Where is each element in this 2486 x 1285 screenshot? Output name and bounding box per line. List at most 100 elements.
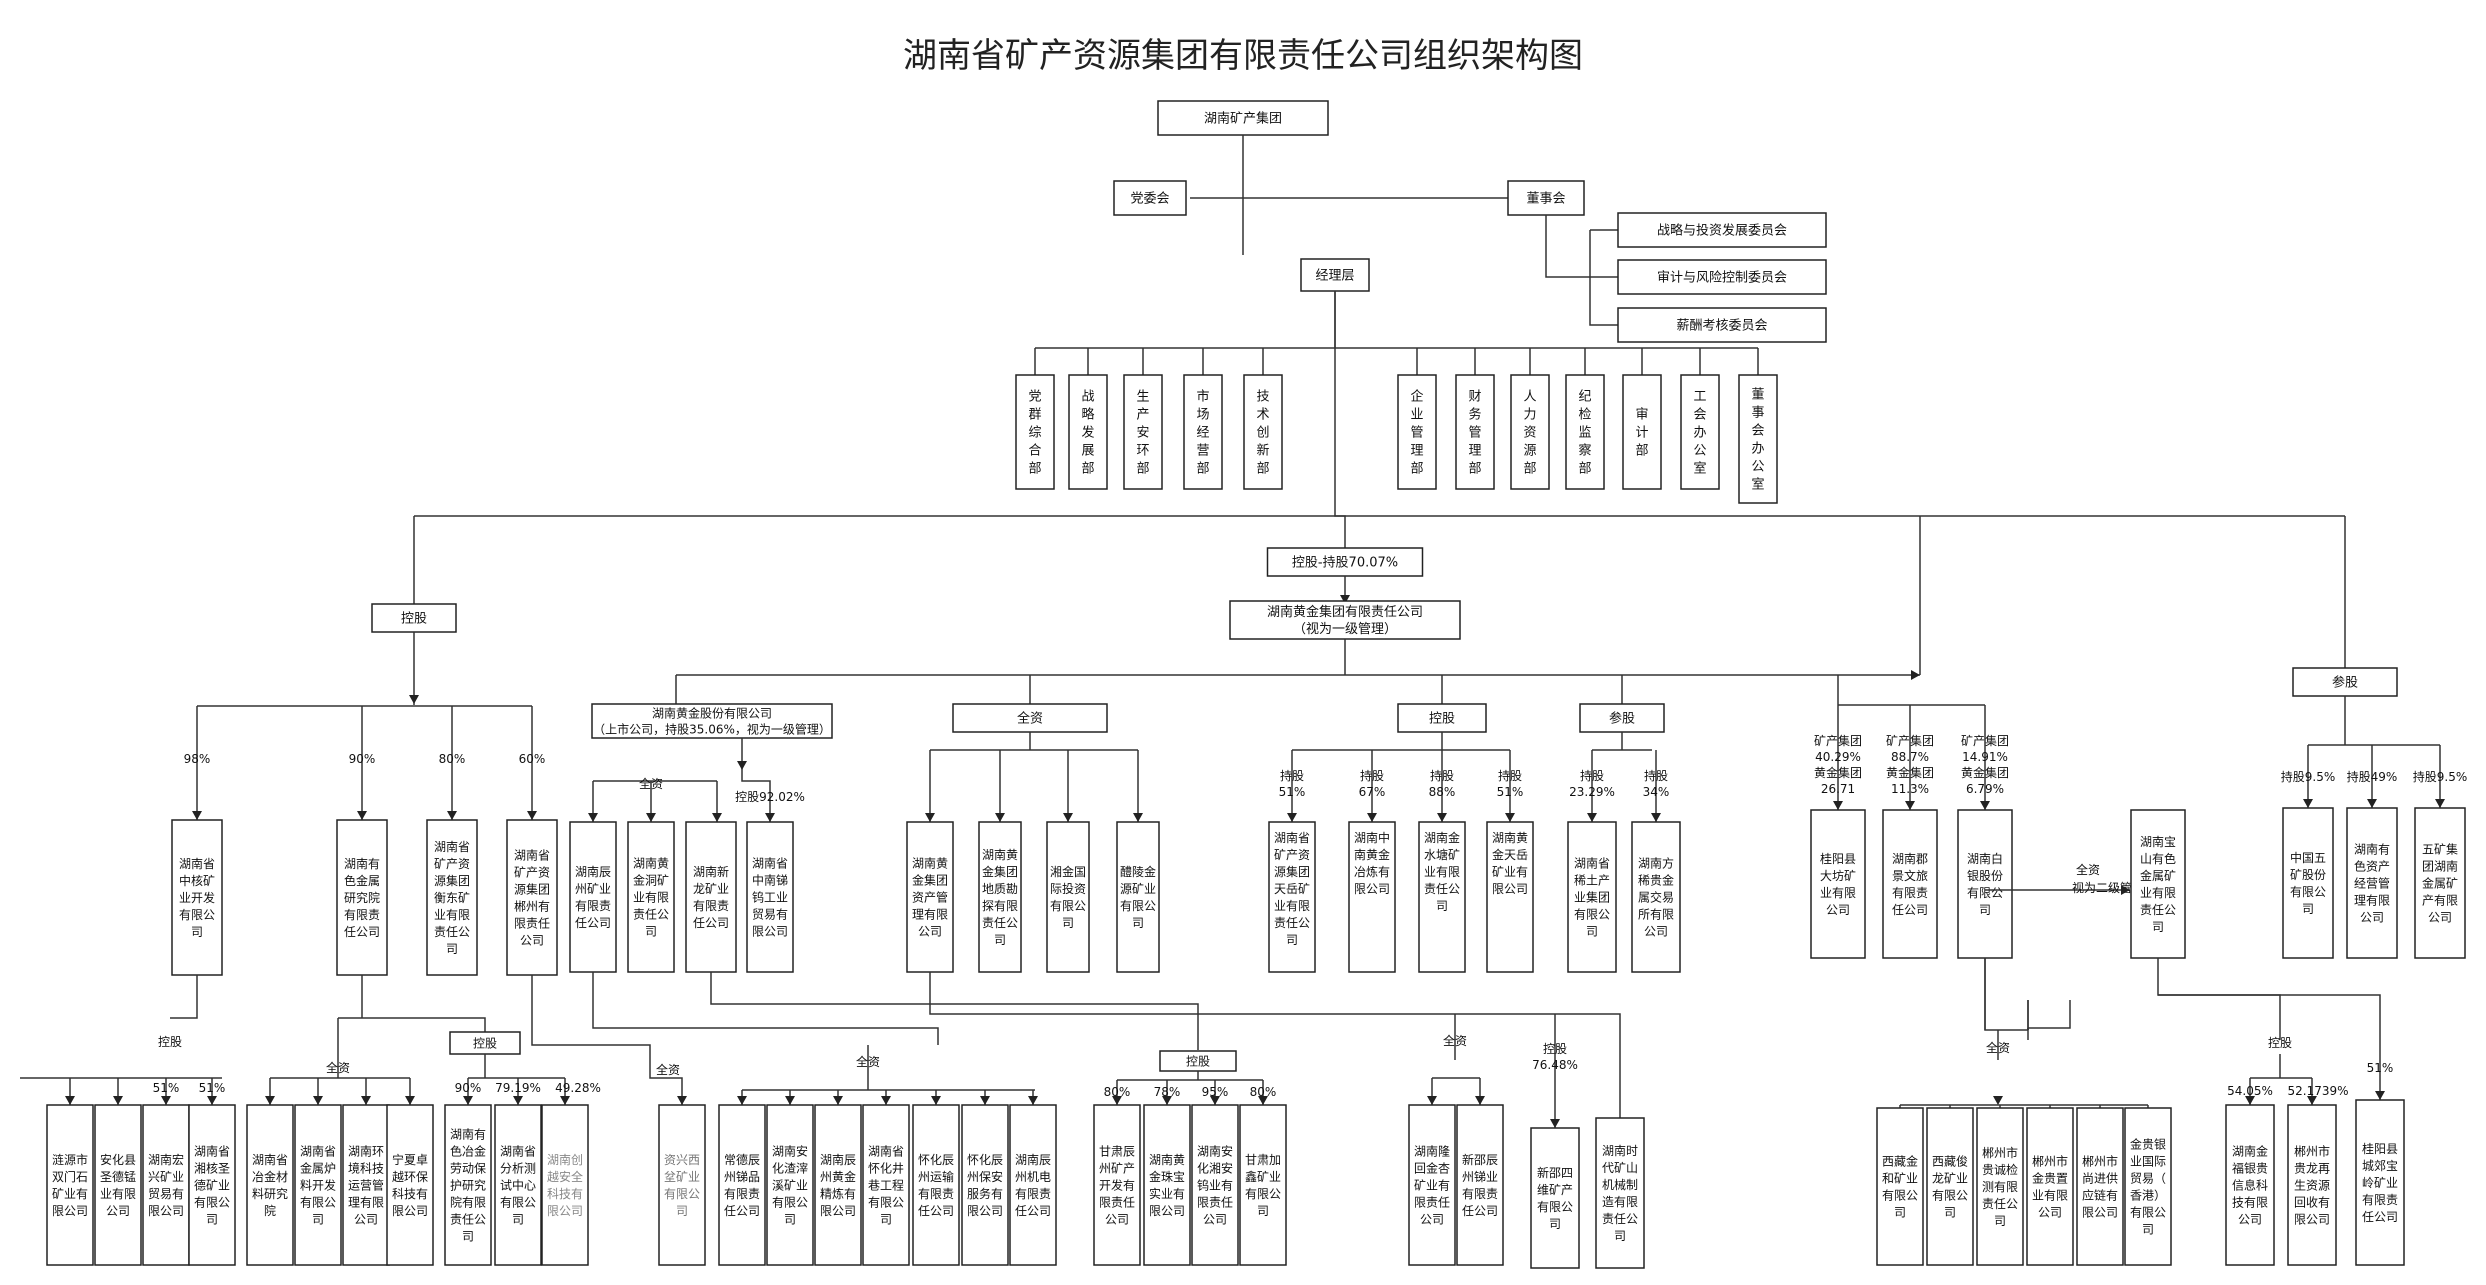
- dept-box: 综: [1028, 426, 1041, 441]
- gold-group-frame: [1229, 600, 1461, 640]
- r1-dafang: 桂阳县: [1820, 851, 1856, 866]
- arrow-head: [207, 1096, 217, 1105]
- chart-title: 湖南省矿产资源集团有限责任公司组织架构图: [903, 36, 1583, 76]
- dept-box: 产: [1136, 408, 1149, 423]
- l1-chenzhou: 矿产资: [514, 865, 550, 879]
- gold-holding-sub-frame: [1418, 821, 1466, 973]
- b10-sub: 贵诚检: [1982, 1162, 2018, 1177]
- b7-sub-frame: [1408, 1104, 1456, 1266]
- dept-box-frame: [1243, 374, 1283, 490]
- dept-box: 部: [1468, 462, 1481, 477]
- dept-box: 计: [1635, 426, 1648, 441]
- dept-box: 董: [1751, 388, 1764, 403]
- b1-sub: 有限公: [194, 1195, 230, 1209]
- arrow-head: [161, 1096, 171, 1105]
- left-holding-label: 控股: [401, 612, 427, 627]
- gold-quanzi-sub: 公司: [918, 924, 942, 938]
- b10-sub: 贸易（: [2130, 1171, 2166, 1185]
- l1-zhonghe-frame: [171, 819, 223, 976]
- b3-sub: 分析测: [500, 1161, 536, 1175]
- gold-stake-sub: 业集团: [1574, 889, 1610, 904]
- dept-box: 市: [1196, 389, 1209, 405]
- label-text: 持股: [1644, 768, 1668, 783]
- arrow-head: [357, 811, 367, 820]
- arrow-head: [447, 811, 457, 820]
- dept-box: 营: [1196, 444, 1209, 459]
- ratio-label: 黄金集团: [1886, 765, 1934, 780]
- gold-stake-sub: 所有限: [1638, 907, 1674, 921]
- committee-strategy-frame: [1617, 212, 1827, 248]
- b3-sub: 护研究: [450, 1177, 486, 1192]
- dept-box: 略: [1081, 407, 1094, 423]
- b2-sub: 限公司: [392, 1204, 428, 1218]
- b1-sub: 湖南省: [194, 1143, 230, 1158]
- b2-sub: 运营管: [348, 1177, 384, 1192]
- dept-box: 群: [1028, 408, 1041, 423]
- l1-chenzhou-frame: [506, 819, 558, 976]
- gold-quanzi-sub: 司: [994, 933, 1006, 947]
- gold-quanzi-sub: 地质勘: [982, 882, 1018, 896]
- b1-sub: 双门石: [52, 1169, 88, 1184]
- dept-box: 源: [1523, 444, 1536, 459]
- b7-label: 全资: [1443, 1033, 1467, 1048]
- b5-sub: 精炼有: [820, 1186, 856, 1201]
- gold-holding-sub: 冶炼有: [1354, 864, 1390, 879]
- party-committee-frame: [1113, 180, 1187, 216]
- gold-shares-sub: 任公司: [693, 916, 729, 930]
- b9-shidai: 造有限: [1602, 1195, 1638, 1209]
- dept-box-frame: [1510, 374, 1550, 490]
- b1-sub-frame: [142, 1104, 190, 1266]
- b11-sub: 技有限: [2232, 1195, 2268, 1209]
- label-text: 持股: [1360, 768, 1384, 783]
- b1-sub: 司: [206, 1212, 218, 1226]
- b1-label: 控股: [158, 1035, 182, 1049]
- b5-sub: 有限责: [1015, 1187, 1051, 1201]
- ratio-label: 40.29%: [1815, 750, 1861, 764]
- b10-sub: 金贵银: [2130, 1136, 2166, 1151]
- dept-box: 会: [1693, 408, 1706, 423]
- l1-hengdong: 业有限: [434, 908, 470, 922]
- root-node: 湖南矿产集团: [1204, 111, 1282, 127]
- b3-sub: 司: [462, 1229, 474, 1243]
- b3-sub: 劳动保: [450, 1161, 486, 1175]
- committee-pay: 薪酬考核委员会: [1676, 319, 1767, 334]
- gold-holding-sub-frame: [1486, 821, 1534, 973]
- dept-box: 务: [1468, 407, 1481, 423]
- dept-box: 部: [1196, 462, 1209, 477]
- b5-sub-frame: [814, 1104, 862, 1266]
- gold-shares-sub: 钨工业: [752, 889, 788, 904]
- b5-sub: 州机电: [1015, 1170, 1051, 1184]
- b5-sub: 任公司: [918, 1204, 954, 1218]
- label-text: 49.28%: [555, 1081, 601, 1095]
- b6-sub: 湖南黄: [1149, 1152, 1185, 1167]
- gold-stake-sub-frame: [1567, 821, 1617, 973]
- arrow-head: [527, 811, 537, 820]
- connector-line: [710, 972, 1199, 1050]
- dept-box: 部: [1635, 444, 1648, 459]
- youse-asset: 经营管: [2354, 875, 2390, 890]
- b3-sub: 湖南省: [500, 1143, 536, 1158]
- b6-sub-frame: [1093, 1104, 1141, 1266]
- b5-sub: 任公司: [1015, 1204, 1051, 1218]
- gold-holding-sub-frame: [1348, 821, 1396, 973]
- b5-sub: 服务有: [967, 1186, 1003, 1201]
- gold-quanzi-sub: 司: [1132, 916, 1144, 930]
- b4-zixing: 有限公: [664, 1187, 700, 1201]
- gold-shares-sub: 湖南辰: [575, 864, 611, 879]
- b9-shidai: 湖南时: [1602, 1143, 1638, 1158]
- b5-sub: 怀化辰: [967, 1153, 1003, 1167]
- arrow-head: [588, 813, 598, 822]
- b10-sub-frame: [1976, 1107, 2024, 1266]
- l1-youse: 湖南有: [344, 856, 380, 871]
- gold-quanzi-sub-frame: [1046, 821, 1090, 973]
- l1-zhonghe: 业开发: [179, 890, 215, 905]
- connector-line: [1545, 215, 1618, 278]
- gold-quanzi-label: 全资: [1017, 711, 1043, 727]
- dept-box: 经: [1196, 426, 1209, 441]
- b8-siwei-frame: [1530, 1127, 1580, 1269]
- dept-box: 财: [1468, 390, 1481, 405]
- b1-sub: 业有限: [100, 1187, 136, 1201]
- b6-sub-frame: [1191, 1104, 1239, 1266]
- ratio-label: 黄金集团: [1814, 765, 1862, 780]
- connector-line: [531, 975, 683, 1105]
